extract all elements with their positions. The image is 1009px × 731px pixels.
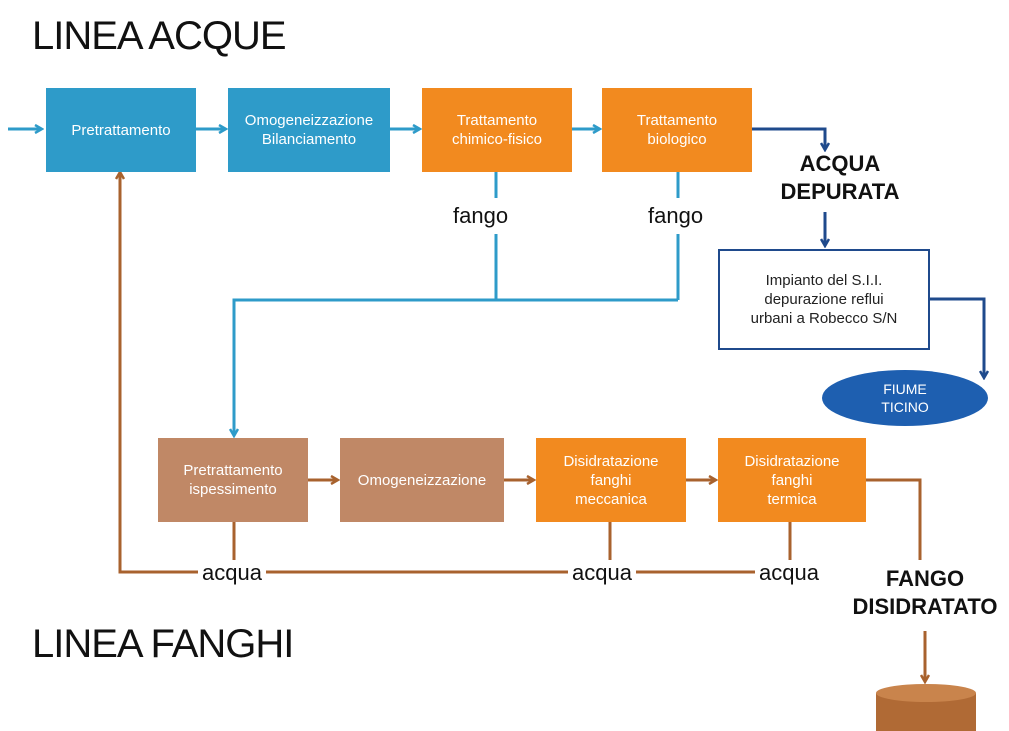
arrow-plant-to-river — [930, 297, 984, 378]
thickening-box: Pretrattamento ispessimento — [158, 438, 308, 522]
sludge-label-1: fango — [449, 203, 513, 229]
water-return-line — [120, 172, 790, 574]
plant-box: Impianto del S.I.I. depurazione reflui u… — [718, 249, 930, 350]
arrow-thermal-to-dewatered — [866, 478, 922, 560]
sludge-line-arrows — [120, 172, 925, 682]
sludge-homogenization-box: Omogeneizzazione — [340, 438, 504, 522]
water-line-arrows — [8, 129, 680, 436]
arrow-biological-to-treated — [752, 127, 825, 150]
thermal-dewatering-box: Disidratazione fanghi termica — [718, 438, 866, 522]
water-label-3: acqua — [755, 560, 823, 586]
treated-water-label: ACQUA DEPURATA — [780, 151, 900, 204]
pretreatment-box: Pretrattamento — [46, 88, 196, 172]
water-label-2: acqua — [568, 560, 636, 586]
sludge-collector — [234, 298, 678, 436]
treated-water-arrows — [752, 127, 984, 378]
sludge-line-title: LINEA FANGHI — [32, 622, 294, 666]
water-label-1: acqua — [198, 560, 266, 586]
homogenization-balancing-box: Omogeneizzazione Bilanciamento — [228, 88, 390, 172]
sludge-label-2: fango — [644, 203, 708, 229]
water-line-title: LINEA ACQUE — [32, 14, 287, 58]
chemical-physical-treatment-box: Trattamento chimico-fisico — [422, 88, 572, 172]
biological-treatment-box: Trattamento biologico — [602, 88, 752, 172]
mechanical-dewatering-box: Disidratazione fanghi meccanica — [536, 438, 686, 522]
river-ticino: FIUME TICINO — [822, 370, 988, 426]
sludge-container — [876, 684, 976, 731]
dewatered-sludge-label: FANGO DISIDRATATO — [852, 566, 998, 619]
